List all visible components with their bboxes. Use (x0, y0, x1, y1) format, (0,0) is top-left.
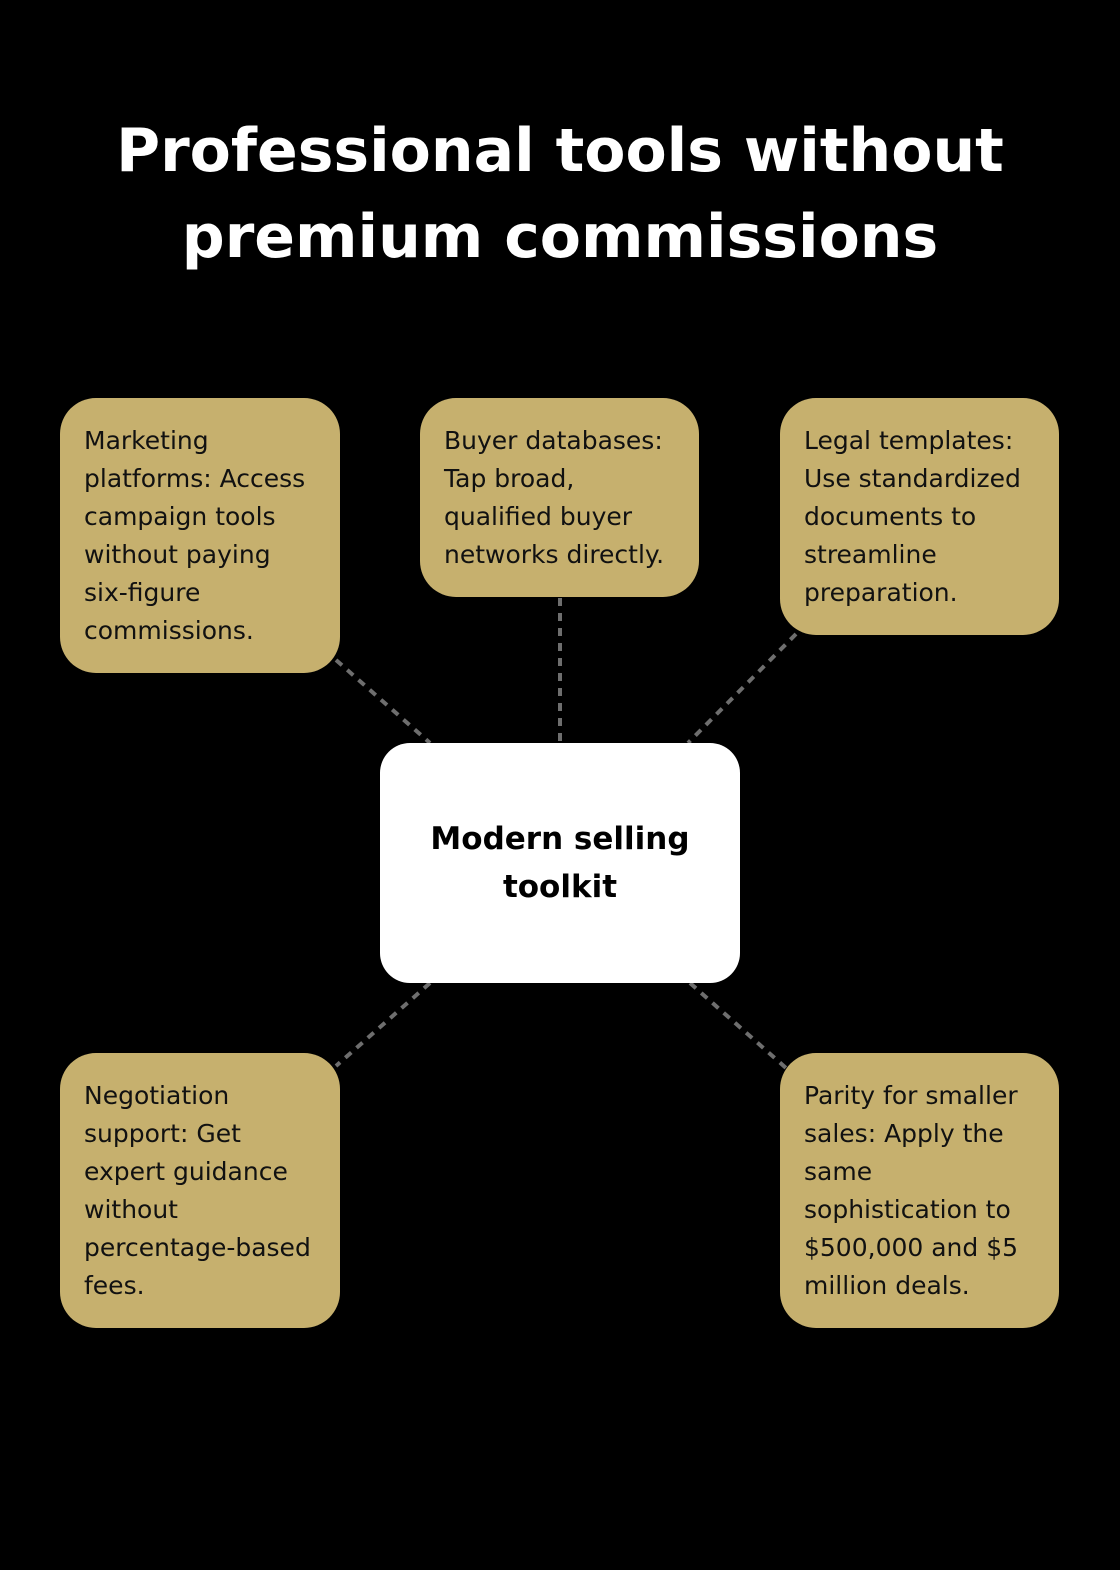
center-label: Modern selling toolkit (430, 821, 690, 905)
node-text: Negotiation support: Get expert guidance… (84, 1081, 311, 1300)
node-text: Legal templates: Use standardized docume… (804, 426, 1021, 607)
node-legal-templates: Legal templates: Use standardized docume… (780, 398, 1059, 635)
node-marketing-platforms: Marketing platforms: Access campaign too… (60, 398, 340, 673)
node-text: Marketing platforms: Access campaign too… (84, 426, 306, 645)
connector-parity (688, 981, 788, 1070)
node-parity-smaller-sales: Parity for smaller sales: Apply the same… (780, 1053, 1059, 1328)
node-text: Buyer databases: Tap broad, qualified bu… (444, 426, 665, 569)
page-title: Professional tools without premium commi… (116, 116, 1004, 272)
node-negotiation-support: Negotiation support: Get expert guidance… (60, 1053, 340, 1328)
connector-legal (686, 632, 798, 745)
node-buyer-databases: Buyer databases: Tap broad, qualified bu… (420, 398, 699, 597)
center-node: Modern selling toolkit (380, 743, 740, 983)
connector-negotiation (334, 981, 432, 1068)
node-text: Parity for smaller sales: Apply the same… (804, 1081, 1019, 1300)
connector-marketing (334, 658, 432, 745)
